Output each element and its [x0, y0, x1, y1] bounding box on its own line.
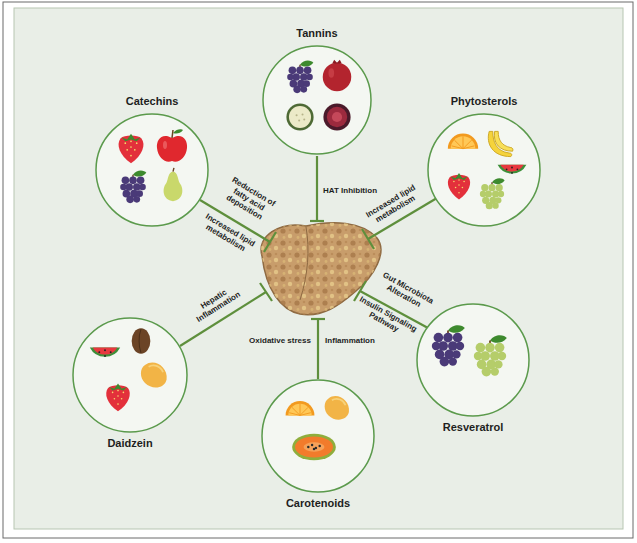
circle-outline: [416, 303, 530, 417]
circle-outline: [262, 45, 372, 155]
effect-label: HAT Inhibition: [315, 186, 385, 195]
fruit-group-circle: Daidzein: [72, 317, 188, 433]
effect-label: Reduction of fatty acid deposition: [216, 172, 281, 226]
compound-heading: Catechins: [126, 95, 179, 108]
inhibition-lines: [180, 156, 437, 379]
fruit-group-circle: Phytosterols: [427, 113, 541, 227]
compound-heading: Phytosterols: [451, 95, 518, 108]
compound-heading: Tannins: [296, 27, 337, 40]
fruit-group-circle: Tannins: [262, 45, 372, 155]
compound-heading: Daidzein: [107, 437, 152, 450]
compound-heading: Resveratrol: [443, 421, 504, 434]
fruit-group-circle: Catechins: [95, 113, 209, 227]
compound-heading: Carotenoids: [286, 497, 350, 510]
effect-label: Inflammation: [318, 336, 382, 345]
effect-label: Hepatic Inflammation: [183, 278, 249, 328]
circle-outline: [72, 317, 188, 433]
effect-label: Oxidative stress: [246, 336, 314, 345]
circle-outline: [427, 113, 541, 227]
fruit-group-circle: Resveratrol: [416, 303, 530, 417]
circle-outline: [95, 113, 209, 227]
